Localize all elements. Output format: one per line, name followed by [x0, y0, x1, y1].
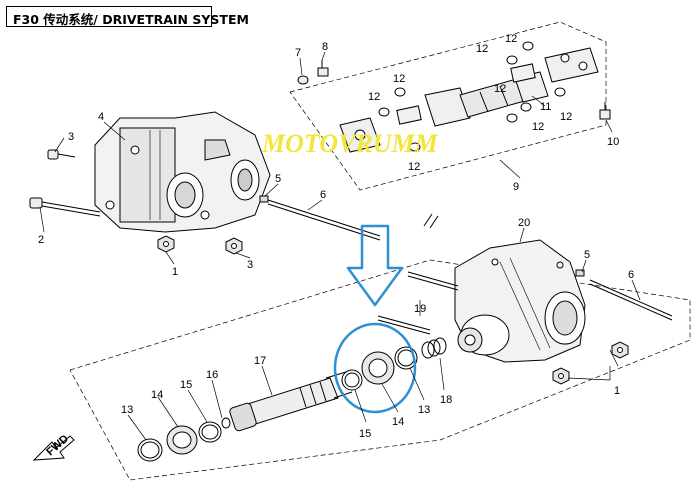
propeller-shaft — [339, 47, 599, 153]
bolt-10 — [599, 102, 611, 120]
highlight-arrow — [346, 224, 404, 307]
leader-lines — [39, 51, 641, 441]
callout-13-right: 13 — [418, 404, 430, 416]
front-gearbox — [94, 111, 271, 233]
circlips-18 — [421, 337, 447, 359]
bolt-19 — [377, 271, 459, 335]
highlight-circle — [333, 322, 417, 414]
circlips-12 — [378, 41, 566, 152]
callout-19: 19 — [414, 303, 426, 315]
callout-17: 17 — [254, 355, 266, 367]
callout-4: 4 — [98, 111, 104, 123]
callout-10: 10 — [607, 136, 619, 148]
callout-18: 18 — [440, 394, 452, 406]
callout-12-h: 12 — [560, 111, 572, 123]
washer-16 — [221, 417, 231, 429]
washer-7 — [297, 75, 309, 85]
callout-3-lower: 3 — [247, 259, 253, 271]
callout-2: 2 — [38, 234, 44, 246]
callout-20: 20 — [518, 217, 530, 229]
callout-14-left: 14 — [151, 389, 163, 401]
axis-break-mark — [423, 213, 439, 229]
bolt-8 — [317, 60, 329, 77]
callout-13-left: 13 — [121, 404, 133, 416]
callout-12-g: 12 — [532, 121, 544, 133]
nuts-1-rear — [552, 341, 629, 385]
diagram-title: F30 传动系统/ DRIVETRAIN SYSTEM — [13, 12, 249, 27]
callout-6-rear: 6 — [628, 269, 634, 281]
title-box: F30 传动系统/ DRIVETRAIN SYSTEM — [6, 6, 249, 27]
callout-15-left: 15 — [180, 379, 192, 391]
callout-12-d: 12 — [476, 43, 488, 55]
highlighted-bearing-group — [341, 346, 418, 391]
callout-12-f: 12 — [494, 83, 506, 95]
shaft-group-boundary — [289, 21, 607, 191]
bearing-14-left — [166, 425, 198, 455]
nut-1-front — [157, 235, 175, 253]
watermark-text: MOTOVRUMM — [261, 129, 439, 158]
stud-5-rear — [575, 269, 585, 277]
callout-16: 16 — [206, 369, 218, 381]
long-bolt-2 — [29, 197, 101, 217]
ring-13-left — [137, 438, 163, 462]
callout-12-c: 12 — [408, 161, 420, 173]
fwd-direction-arrow: FWD — [32, 433, 75, 461]
callout-labels: 3 4 2 1 3 5 6 7 8 12 12 12 12 12 12 12 1… — [38, 33, 634, 440]
callout-7: 7 — [295, 47, 301, 59]
callout-1-front: 1 — [172, 266, 178, 278]
callout-9: 9 — [513, 181, 519, 193]
callout-8: 8 — [322, 41, 328, 53]
callout-14-right: 14 — [392, 416, 404, 428]
nut-3-front — [225, 237, 243, 255]
callout-1-rear: 1 — [614, 385, 620, 397]
rear-group-boundary — [69, 259, 691, 481]
callout-11: 11 — [540, 101, 551, 113]
output-shaft-17 — [229, 371, 353, 432]
callout-12-a: 12 — [368, 91, 380, 103]
long-bolt-6-rear — [589, 279, 673, 321]
bolt-3-upper — [47, 149, 76, 160]
rear-gearbox — [454, 239, 586, 363]
callout-12-e: 12 — [505, 33, 517, 45]
callout-3-upper: 3 — [68, 131, 74, 143]
stud-5-front — [259, 195, 269, 203]
seal-15-left — [198, 421, 222, 443]
callout-5-front: 5 — [275, 173, 281, 185]
callout-15-right: 15 — [359, 428, 371, 440]
callout-12-b: 12 — [393, 73, 405, 85]
callout-6-front: 6 — [320, 189, 326, 201]
callout-5-rear: 5 — [584, 249, 590, 261]
